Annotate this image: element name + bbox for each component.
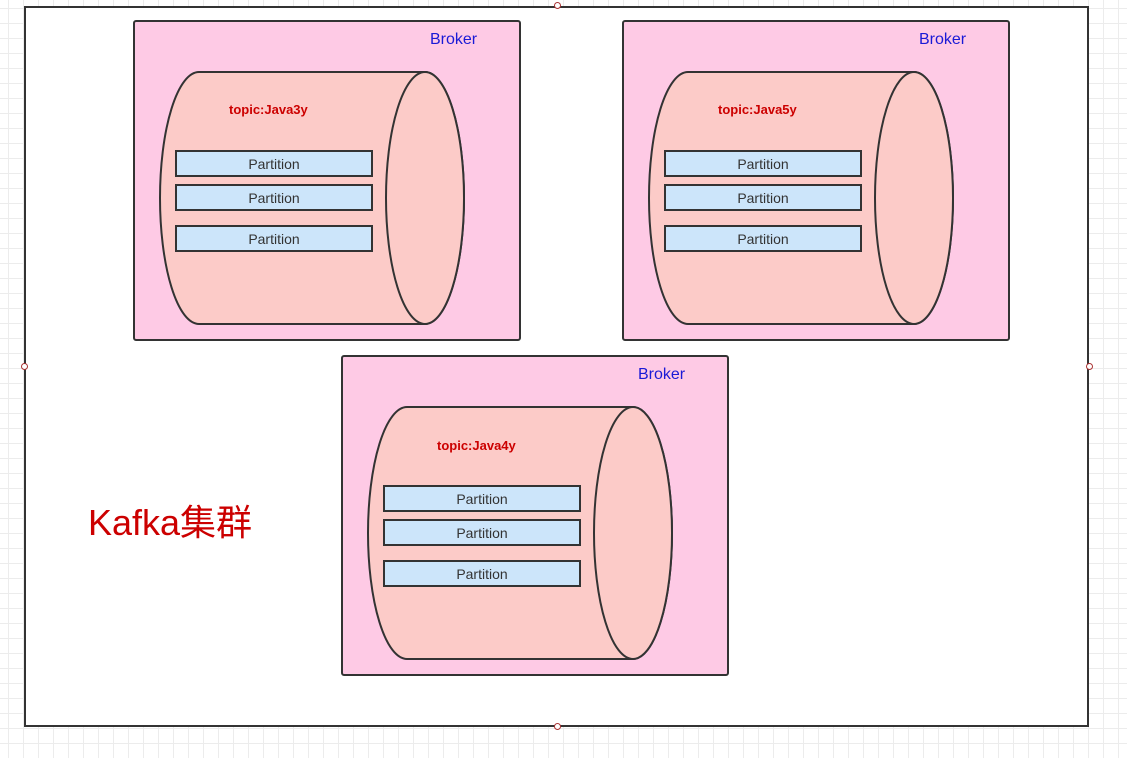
resize-handle-left[interactable] (21, 363, 28, 370)
topic-label: topic:Java4y (437, 438, 516, 453)
broker-box-2[interactable]: Broker topic:Java5y Partition Partition … (622, 20, 1010, 341)
resize-handle-right[interactable] (1086, 363, 1093, 370)
broker-box-1[interactable]: Broker topic:Java3y Partition Partition … (133, 20, 521, 341)
partition-box[interactable]: Partition (175, 150, 373, 177)
broker-label: Broker (638, 366, 686, 383)
broker-box-3[interactable]: Broker topic:Java4y Partition Partition … (341, 355, 729, 676)
topic-cylinder-1[interactable] (135, 22, 523, 343)
partition-box[interactable]: Partition (383, 560, 581, 587)
partition-box[interactable]: Partition (383, 485, 581, 512)
partition-box[interactable]: Partition (175, 184, 373, 211)
partition-box[interactable]: Partition (175, 225, 373, 252)
broker-label: Broker (430, 31, 478, 48)
resize-handle-bottom[interactable] (554, 723, 561, 730)
resize-handle-top[interactable] (554, 2, 561, 9)
partition-box[interactable]: Partition (664, 184, 862, 211)
topic-label: topic:Java5y (718, 102, 797, 117)
partition-box[interactable]: Partition (664, 225, 862, 252)
topic-label: topic:Java3y (229, 102, 308, 117)
topic-cylinder-2[interactable] (624, 22, 1012, 343)
partition-box[interactable]: Partition (664, 150, 862, 177)
topic-cylinder-3[interactable] (343, 357, 731, 678)
broker-label: Broker (919, 31, 967, 48)
partition-box[interactable]: Partition (383, 519, 581, 546)
cluster-title[interactable]: Kafka集群 (88, 502, 253, 543)
